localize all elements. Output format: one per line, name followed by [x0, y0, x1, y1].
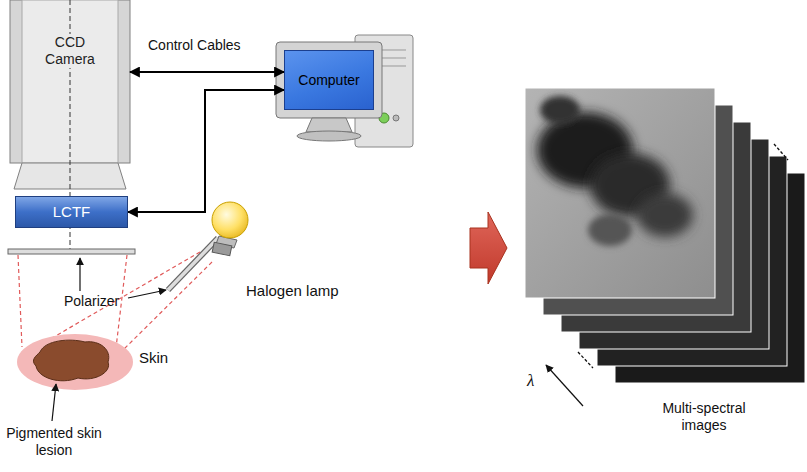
stack-gap-mark — [774, 144, 788, 160]
image-stack — [525, 88, 805, 383]
output-label: Multi-spectral images — [648, 400, 760, 434]
skin-area — [17, 334, 133, 390]
cable-label: Control Cables — [148, 37, 241, 54]
camera-box: CCD Camera — [10, 0, 130, 163]
control-cable — [128, 90, 284, 212]
computer-icon — [276, 35, 413, 147]
tower-light — [393, 115, 399, 121]
light-path — [40, 252, 200, 345]
halogen-lamp — [212, 202, 248, 256]
monitor-stand — [306, 118, 352, 132]
node-label: CCD Camera — [38, 34, 102, 68]
stack-gap-mark — [578, 352, 593, 368]
spectral-image — [525, 88, 715, 298]
wavelength-arrow — [546, 365, 583, 406]
lesion-shadow — [540, 96, 580, 124]
leader-line — [79, 258, 80, 291]
lctf-box: LCTF — [15, 196, 128, 228]
light-paths — [18, 252, 212, 352]
lamp-base — [212, 242, 232, 256]
control-cable — [130, 71, 284, 73]
light-path — [18, 255, 22, 347]
wavelength-symbol: λ — [527, 371, 534, 391]
pigmented-lesion — [33, 340, 108, 381]
part-label: Skin — [139, 349, 168, 367]
node-label: LCTF — [51, 203, 93, 221]
part-label: Halogen lamp — [246, 282, 339, 300]
node-label: Computer — [296, 72, 361, 89]
lesion-shadow — [637, 193, 693, 237]
part-label: Polarizer — [64, 293, 119, 310]
process-arrow — [470, 212, 507, 284]
part-label: Pigmented skin lesion — [4, 425, 104, 459]
leader-line — [52, 384, 56, 421]
monitor-base — [297, 131, 361, 141]
lamp-bulb — [212, 202, 248, 238]
monitor-frame — [276, 42, 382, 118]
leader-line — [128, 290, 166, 298]
polarizer-plate — [8, 249, 135, 254]
lesion-image — [537, 96, 693, 246]
lesion-shadow — [588, 214, 632, 246]
computer-screen: Computer — [284, 50, 374, 110]
light-path — [121, 262, 212, 352]
